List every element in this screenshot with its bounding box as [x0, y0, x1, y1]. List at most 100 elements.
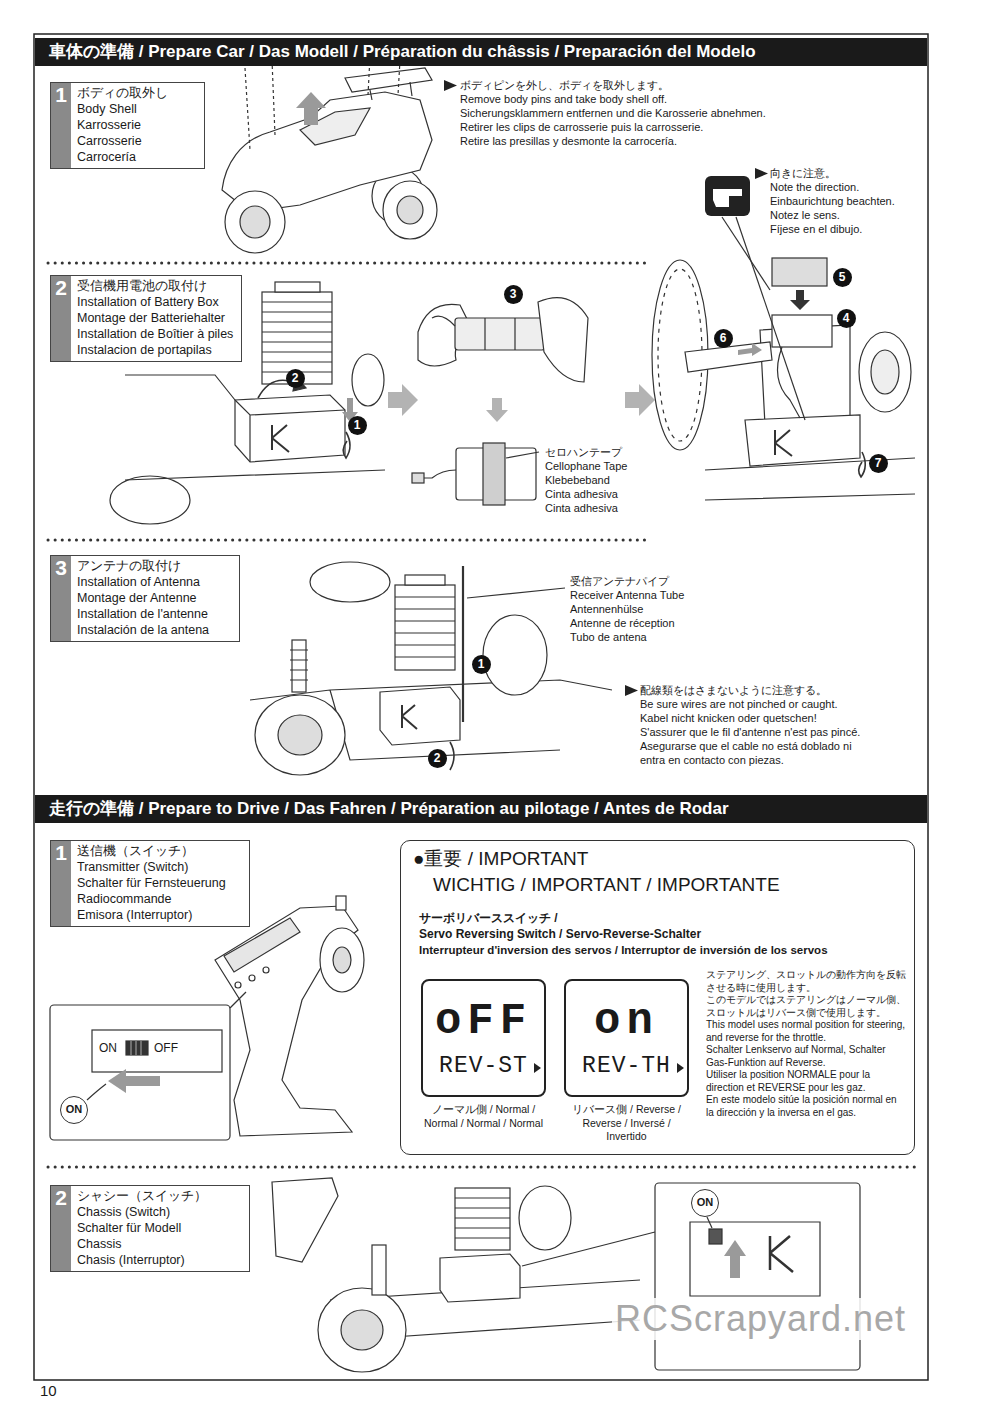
step-title-line: シャシー（スイッチ）	[77, 1188, 207, 1204]
tire	[310, 562, 390, 602]
wheel	[383, 181, 437, 239]
annotation-text: Tubo de antena	[570, 630, 647, 644]
pointer-triangle	[625, 685, 638, 696]
section-heading: 走行の準備 / Prepare to Drive / Das Fahren / …	[49, 799, 729, 818]
wire	[424, 470, 456, 478]
step-number-strip: 1	[51, 83, 71, 168]
section-heading-band: 走行の準備 / Prepare to Drive / Das Fahren / …	[35, 795, 927, 823]
step-title-line: Chasis (Interruptor)	[77, 1252, 207, 1268]
fuel-tank	[352, 354, 384, 406]
switch-inset	[50, 1005, 230, 1140]
fuel-tank	[519, 1186, 571, 1250]
important-heading: WICHTIG / IMPORTANT / IMPORTANTE	[433, 873, 780, 898]
switch-position-label: ON	[99, 1041, 117, 1055]
annotation-text: Retirer les clips de carrosserie puis la…	[460, 120, 703, 134]
step-title-line: 送信機（スイッチ）	[77, 843, 226, 859]
battery-pack	[455, 318, 545, 350]
box-logo	[272, 425, 289, 452]
lcd-value: oFF	[435, 999, 532, 1043]
step-title-line: Schalter für Fernsteuerung	[77, 875, 226, 891]
spring	[290, 650, 308, 680]
callout-number: 2	[428, 749, 447, 768]
step-arrow	[388, 384, 418, 416]
step-label-box: 1 送信機（スイッチ）Transmitter (Switch)Schalter f…	[50, 840, 250, 927]
steering-hub	[333, 947, 351, 973]
annotation-text: Antenne de réception	[570, 616, 675, 630]
box-logo	[402, 705, 417, 729]
guide-line	[245, 68, 250, 150]
engine-fins	[262, 302, 332, 372]
leader-line	[506, 452, 539, 458]
section-heading: 車体の準備 / Prepare Car / Das Modell / Prépa…	[49, 42, 756, 61]
annotation-text: Kabel nicht knicken oder quetschen!	[640, 711, 817, 725]
engine-fins	[455, 1198, 510, 1238]
callout-number: 7	[869, 454, 888, 473]
step-title-line: Schalter für Modell	[77, 1220, 207, 1236]
switch-title: サーボリバーススイッチ /	[419, 911, 558, 927]
step-title-line: Installation of Antenna	[77, 574, 209, 590]
step-title-line: 受信機用電池の取付け	[77, 278, 233, 294]
callout-number: 4	[837, 309, 856, 328]
hand-icon	[705, 176, 750, 216]
transmitter-illustration	[50, 896, 364, 1140]
hand-symbol	[713, 189, 742, 207]
wheel-hub	[341, 1310, 383, 1350]
switch-inset	[655, 1183, 860, 1370]
lid-arrow	[738, 343, 762, 356]
lcd-item: REV-ST	[439, 1055, 528, 1078]
step-number: 3	[51, 556, 71, 580]
shock	[372, 1245, 386, 1295]
step-title-line: アンテナの取付け	[77, 558, 209, 574]
step-number: 1	[51, 841, 71, 865]
engine-block	[395, 585, 455, 670]
button	[249, 975, 255, 981]
box-logo	[775, 430, 792, 456]
page-number: 10	[40, 1382, 57, 1399]
engine-cap	[871, 350, 899, 394]
step-title-line: Carrocería	[77, 149, 168, 165]
dotted-separators	[48, 263, 915, 1167]
steering-wheel	[320, 928, 364, 992]
annotation-text: Cinta adhesiva	[545, 501, 618, 515]
step-title-line: Instalación de la antena	[77, 622, 209, 638]
annotation-text: Einbaurichtung beachten.	[770, 194, 895, 208]
note-body-column: ステアリング、スロットルの動作方向を反転させる時に使用します。このモデルではステ…	[706, 969, 906, 1119]
note-body-text: Schalter Lenkservo auf Normal, Schalter …	[706, 1044, 906, 1069]
step-label-box: 2シャシー（スイッチ）Chassis (Switch)Schalter für …	[50, 1185, 250, 1272]
fuel-tank	[483, 615, 547, 695]
switch-position-label: OFF	[154, 1041, 178, 1055]
switch-arrow	[108, 1069, 160, 1093]
step-title-line: Emisora (Interruptor)	[77, 907, 226, 923]
annotation-text: 配線類をはさまないように注意する。	[640, 683, 827, 697]
step-number-strip: 1	[51, 841, 71, 926]
connector	[412, 473, 424, 483]
installed-box-illustration	[652, 176, 915, 500]
lcd-value: on	[594, 999, 659, 1043]
step-number: 2	[51, 276, 71, 300]
page-frame	[34, 34, 928, 1380]
position-caption: ノーマル側 / Normal / Normal / Normal / Norma…	[421, 1103, 546, 1130]
annotation-text: Cinta adhesiva	[545, 487, 618, 501]
engine-head	[405, 575, 445, 585]
step-title-line: Karrosserie	[77, 117, 168, 133]
step-label-box: 3アンテナの取付けInstallation of AntennaMontage …	[50, 555, 240, 642]
dotted-line	[48, 539, 645, 542]
step-title-line: Transmitter (Switch)	[77, 859, 226, 875]
note-body-text: En este modelo sitúe la posición normal …	[706, 1094, 906, 1119]
battery-box	[235, 395, 345, 462]
annotation-text: Receiver Antenna Tube	[570, 588, 684, 602]
step-title-column: 受信機用電池の取付けInstallation of Battery BoxMon…	[71, 276, 241, 361]
lcd-display: onREV-TH	[564, 979, 689, 1097]
chassis-line	[125, 375, 385, 480]
battery-pack	[772, 258, 827, 286]
lift-arrow	[296, 92, 326, 125]
step-title-line: Installation de Boîtier à piles	[77, 326, 233, 342]
down-arrow	[486, 398, 508, 422]
antenna-tube	[462, 566, 464, 722]
annotation-text: Sicherungsklammern entfernen und die Kar…	[460, 106, 766, 120]
pointer-triangles	[444, 80, 768, 696]
wheel	[318, 1288, 406, 1372]
box-logo	[770, 1236, 793, 1272]
annotation-text: Be sure wires are not pinched or caught.	[640, 697, 838, 711]
step-label-box: 1ボディの取外しBody ShellKarrosserieCarrosserie…	[50, 82, 205, 169]
